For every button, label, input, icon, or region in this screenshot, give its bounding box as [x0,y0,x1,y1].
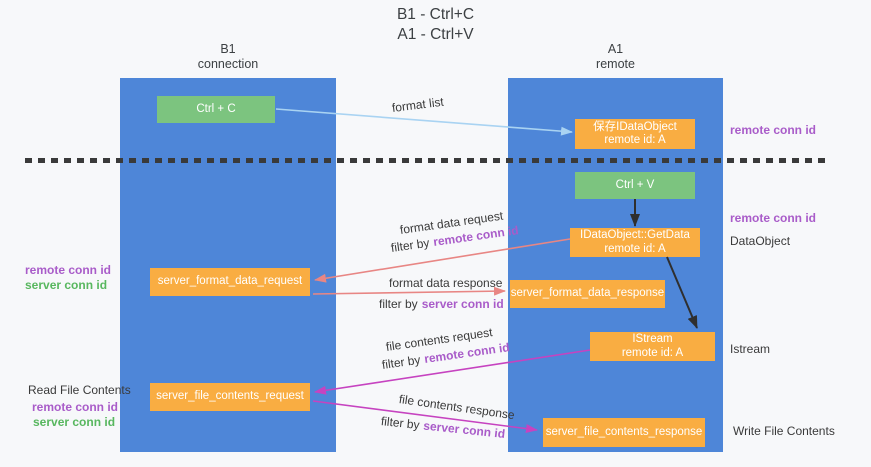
side-label-left-server-conn-id-bottom: server conn id [33,415,116,429]
side-label-left-remote-conn-id-bottom: remote conn id [32,400,119,414]
node-server-format-data-request: server_format_data_request [150,268,310,296]
node-server-file-contents-response: server_file_contents_response [543,418,705,447]
node-server-format-data-response: server_format_data_response [510,280,665,308]
node-file-request-label: server_file_contents_request [156,390,304,403]
edge-label-format-list: format list [391,94,445,115]
node-istream-line1: IStream [632,333,673,345]
node-ctrl-c-label: Ctrl + C [196,102,236,115]
node-file-response-label: server_file_contents_response [545,425,703,438]
arrow-format-data-response [312,286,506,296]
server-conn-id-key: server conn id [421,297,504,311]
node-ctrl-c: Ctrl + C [157,96,275,123]
node-server-file-contents-request: server_file_contents_request [150,383,310,411]
lane-b1-name: B1 [220,42,236,56]
node-save-idataobject-line1: 保存IDataObject [593,120,677,133]
phase-separator-dashed-line [25,158,831,163]
title-line-2: A1 - Ctrl+V [397,26,474,43]
node-getdata-line1: IDataObject::GetData [580,229,690,241]
side-label-istream: Istream [730,342,771,356]
filter-by-text: filter by [379,297,418,311]
lane-a1-role: remote [596,57,635,71]
side-label-read-file-contents: Read File Contents [28,383,131,397]
title-line-1: B1 - Ctrl+C [396,6,475,23]
node-ctrl-v: Ctrl + V [575,172,695,199]
node-ctrl-v-label: Ctrl + V [615,178,655,191]
edge-label-format-data-response: format data response [389,276,503,290]
side-label-left-remote-conn-id-top: remote conn id [25,263,112,277]
node-getdata-line2: remote id: A [604,242,666,255]
node-save-idataobject-line2: remote id: A [604,134,666,146]
lane-header-a1: A1 remote [508,42,723,72]
lane-a1-name: A1 [607,42,624,56]
side-label-remote-conn-id-mid: remote conn id [730,211,817,225]
filter-by-text: filter by [381,352,422,372]
side-label-write-file-contents: Write File Contents [733,424,835,438]
node-save-idataobject: 保存IDataObject remote id: A [575,119,695,149]
side-label-dataobject: DataObject [730,234,791,248]
node-istream-line2: remote id: A [621,346,684,359]
node-format-request-label: server_format_data_request [157,275,303,288]
lane-header-b1: B1 connection [120,42,336,72]
side-label-remote-conn-id-top: remote conn id [730,123,817,137]
diagram-title: B1 - Ctrl+C A1 - Ctrl+V [0,5,871,45]
node-format-response-label: server_format_data_response [510,287,665,300]
filter-by-text: filter by [390,235,431,255]
server-conn-id-key: server conn id [422,418,506,441]
filter-by-text: filter by [380,414,421,433]
lane-b1-role: connection [197,57,259,71]
node-idataobject-getdata: IDataObject::GetData remote id: A [570,228,700,257]
node-istream: IStream remote id: A [590,332,715,361]
side-label-left-server-conn-id-top: server conn id [25,278,108,292]
